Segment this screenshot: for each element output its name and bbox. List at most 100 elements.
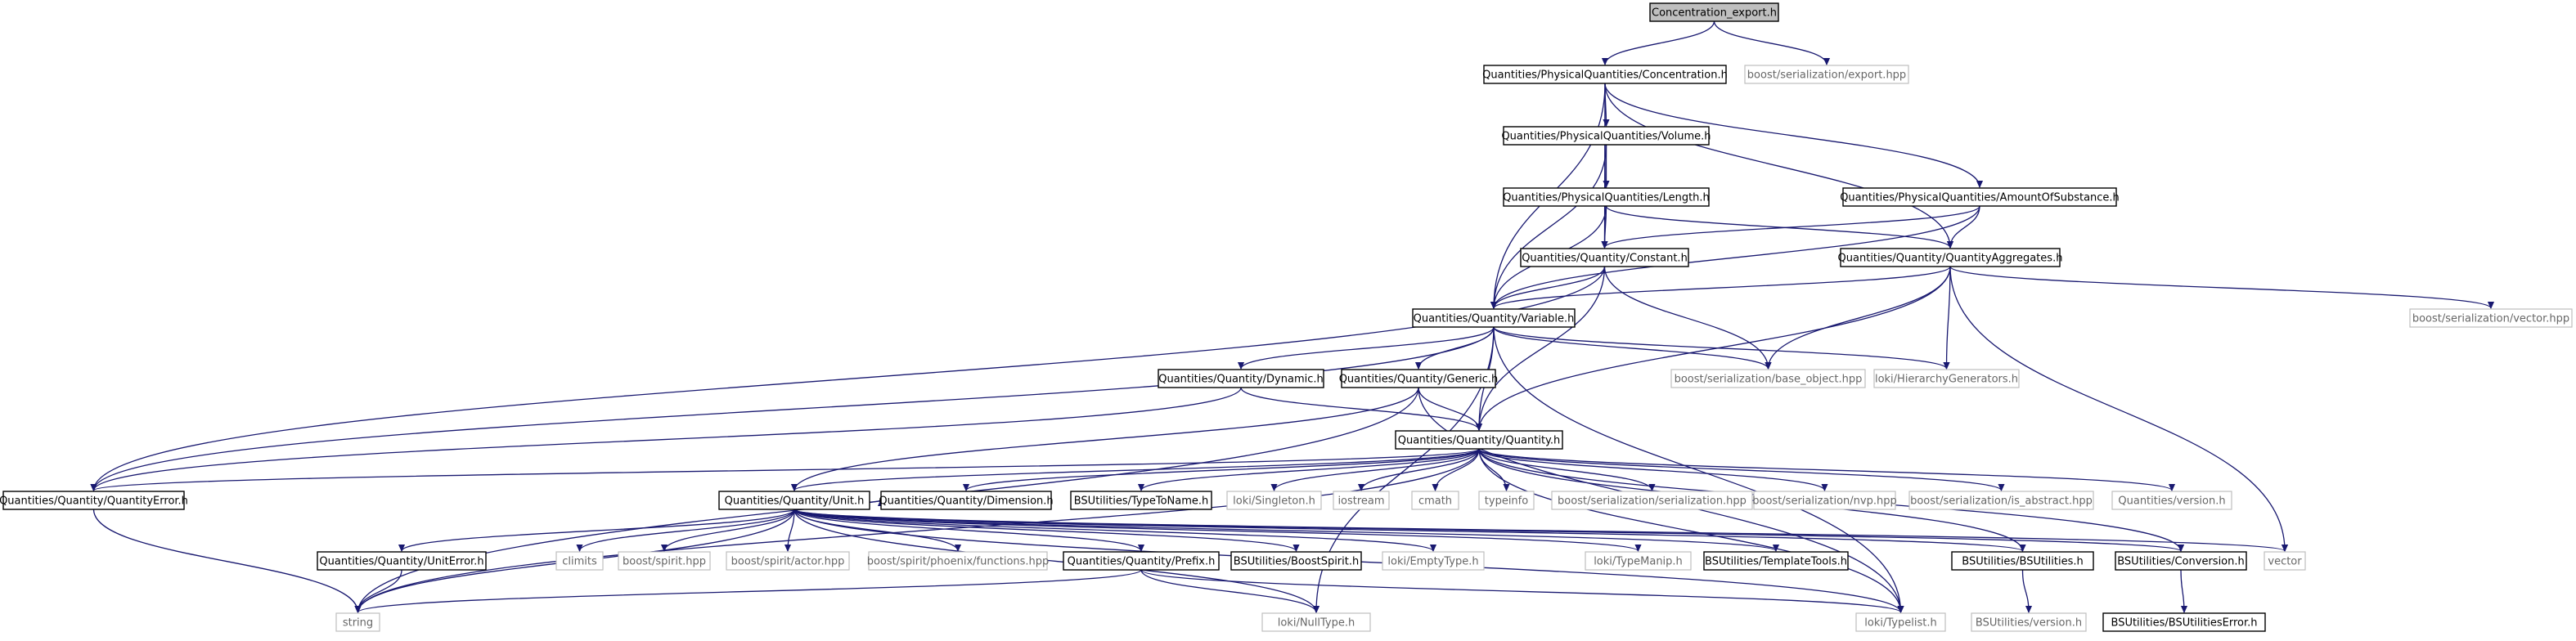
edge-qty-to-bsttn <box>1141 448 1480 491</box>
edge-aos-to-var <box>1494 205 1980 308</box>
node-label-climits: climits <box>562 556 597 568</box>
node-bsconv[interactable]: BSUtilities/Conversion.h <box>2115 551 2247 571</box>
node-unit[interactable]: Quantities/Quantity/Unit.h <box>718 491 870 510</box>
node-label-cmath: cmath <box>1418 495 1452 508</box>
node-label-bsbs: BSUtilities/BoostSpirit.h <box>1234 556 1360 568</box>
edge-qty-to-iostream <box>1361 448 1480 491</box>
edge-var-to-qerr <box>94 326 1495 491</box>
node-box-lokihg <box>1873 369 2020 388</box>
node-label-lokisingle: loki/Singleton.h <box>1233 495 1315 508</box>
edge-unit-to-bstt <box>793 509 1776 551</box>
node-label-bstt: BSUtilities/TemplateTools.h <box>1705 556 1847 568</box>
node-label-lokihg: loki/HierarchyGenerators.h <box>1875 374 2018 386</box>
node-label-bsver: BSUtilities/version.h <box>1976 617 2082 630</box>
node-box-bactor <box>726 551 850 571</box>
node-bsbo: boost/serialization/base_object.hpp <box>1670 369 1866 388</box>
node-bphoenix: boost/spirit/phoenix/functions.hpp <box>867 551 1049 571</box>
edge-qty-to-string <box>358 448 1480 612</box>
node-label-bspirit: boost/spirit.hpp <box>623 556 706 568</box>
node-climits: climits <box>555 551 604 571</box>
node-box-conc <box>1483 65 1727 84</box>
node-box-const <box>1520 248 1689 267</box>
edge-dyn-to-qerr <box>94 387 1242 491</box>
node-bstt[interactable]: BSUtilities/TemplateTools.h <box>1703 551 1849 571</box>
edges <box>92 20 2492 612</box>
node-aos[interactable]: Quantities/PhysicalQuantities/AmountOfSu… <box>1840 187 2120 207</box>
node-label-qver: Quantities/version.h <box>2118 495 2225 508</box>
node-box-bsconverr <box>2102 612 2266 632</box>
edge-var-to-lokitl <box>1493 326 1901 612</box>
edge-qagg-to-bsvec <box>1949 266 2491 308</box>
node-conc[interactable]: Quantities/PhysicalQuantities/Concentrat… <box>1482 65 1728 84</box>
node-vol[interactable]: Quantities/PhysicalQuantities/Volume.h <box>1501 126 1711 146</box>
node-vector: vector <box>2264 551 2306 571</box>
node-label-dyn: Quantities/Quantity/Dynamic.h <box>1158 374 1324 386</box>
edge-var-to-dyn <box>1241 326 1495 369</box>
node-gen[interactable]: Quantities/Quantity/Generic.h <box>1339 369 1499 388</box>
node-label-bsnvp: boost/serialization/nvp.hpp <box>1752 495 1896 508</box>
node-bsver: BSUtilities/version.h <box>1971 612 2087 632</box>
edge-qagg-to-lokihg <box>1947 266 1951 369</box>
node-box-qver <box>2111 491 2232 510</box>
node-bactor: boost/spirit/actor.hpp <box>726 551 850 571</box>
node-prefix[interactable]: Quantities/Quantity/Prefix.h <box>1063 551 1220 571</box>
node-bsttn[interactable]: BSUtilities/TypeToName.h <box>1070 491 1212 510</box>
edge-qerr-to-string <box>92 509 358 612</box>
edge-var-to-bsbo <box>1493 326 1769 369</box>
node-bsvec: boost/serialization/vector.hpp <box>2409 308 2573 328</box>
node-box-bsttn <box>1070 491 1212 510</box>
node-var[interactable]: Quantities/Quantity/Variable.h <box>1412 308 1576 328</box>
edge-vol-to-var <box>1494 144 1607 308</box>
node-uerr[interactable]: Quantities/Quantity/UnitError.h <box>317 551 487 571</box>
node-label-vol: Quantities/PhysicalQuantities/Volume.h <box>1501 131 1711 143</box>
node-box-bsbs <box>1230 551 1362 571</box>
node-dim[interactable]: Quantities/Quantity/Dimension.h <box>879 491 1054 510</box>
node-len[interactable]: Quantities/PhysicalQuantities/Length.h <box>1503 187 1710 207</box>
node-box-unit <box>718 491 870 510</box>
node-label-bsser: boost/serialization/serialization.hpp <box>1558 495 1747 508</box>
node-label-conc: Quantities/PhysicalQuantities/Concentrat… <box>1482 69 1728 82</box>
node-box-lokiempty <box>1382 551 1485 571</box>
node-label-lokitm: loki/TypeManip.h <box>1594 556 1683 568</box>
node-dyn[interactable]: Quantities/Quantity/Dynamic.h <box>1158 369 1324 388</box>
node-label-qagg: Quantities/Quantity/QuantityAggregates.h <box>1838 253 2063 265</box>
edge-qty-to-lokitl <box>1478 448 1901 612</box>
node-label-iostream: iostream <box>1337 495 1384 508</box>
node-lokihg: loki/HierarchyGenerators.h <box>1873 369 2020 388</box>
node-box-bsver <box>1971 612 2087 632</box>
node-qerr[interactable]: Quantities/Quantity/QuantityError.h <box>0 491 188 510</box>
node-qagg[interactable]: Quantities/Quantity/QuantityAggregates.h <box>1838 248 2063 267</box>
node-label-prefix: Quantities/Quantity/Prefix.h <box>1068 556 1216 568</box>
edge-uerr-to-string <box>358 569 402 612</box>
edge-qagg-to-qty <box>1479 266 1951 430</box>
node-label-unit: Quantities/Quantity/Unit.h <box>725 495 865 508</box>
edge-gen-to-qty <box>1418 387 1479 430</box>
node-box-bphoenix <box>868 551 1048 571</box>
node-box-lokitm <box>1585 551 1692 571</box>
node-const[interactable]: Quantities/Quantity/Constant.h <box>1520 248 1689 267</box>
node-label-lokinull: loki/NullType.h <box>1278 617 1355 630</box>
edge-qty-to-unit <box>794 448 1480 491</box>
node-root[interactable]: Concentration_export.h <box>1649 2 1779 22</box>
edge-unit-to-lokinull <box>793 509 1316 612</box>
edge-qty-to-bsser <box>1478 448 1652 491</box>
node-label-uerr: Quantities/Quantity/UnitError.h <box>319 556 483 568</box>
edge-conc-to-aos <box>1604 83 1980 187</box>
node-bsutil[interactable]: BSUtilities/BSUtilities.h <box>1951 551 2094 571</box>
node-bspirit: boost/spirit.hpp <box>618 551 711 571</box>
node-bsser: boost/serialization/serialization.hpp <box>1551 491 1753 510</box>
node-label-qty: Quantities/Quantity/Quantity.h <box>1398 435 1561 447</box>
node-box-bsvec <box>2409 308 2573 328</box>
edge-prefix-to-lokinull <box>1140 569 1316 612</box>
node-box-bsser <box>1551 491 1753 510</box>
node-bsbs[interactable]: BSUtilities/BoostSpirit.h <box>1230 551 1362 571</box>
edge-const-to-var <box>1494 266 1606 308</box>
edge-const-to-qty <box>1479 266 1606 430</box>
node-label-qerr: Quantities/Quantity/QuantityError.h <box>0 495 188 508</box>
node-label-bsvec: boost/serialization/vector.hpp <box>2412 313 2569 325</box>
edge-unit-to-climits <box>580 509 795 551</box>
node-qty[interactable]: Quantities/Quantity/Quantity.h <box>1395 430 1563 450</box>
node-bsconverr[interactable]: BSUtilities/BSUtilitiesError.h <box>2102 612 2266 632</box>
edge-bsconv-to-bsconverr <box>2180 569 2184 612</box>
node-lokisingle: loki/Singleton.h <box>1226 491 1322 510</box>
